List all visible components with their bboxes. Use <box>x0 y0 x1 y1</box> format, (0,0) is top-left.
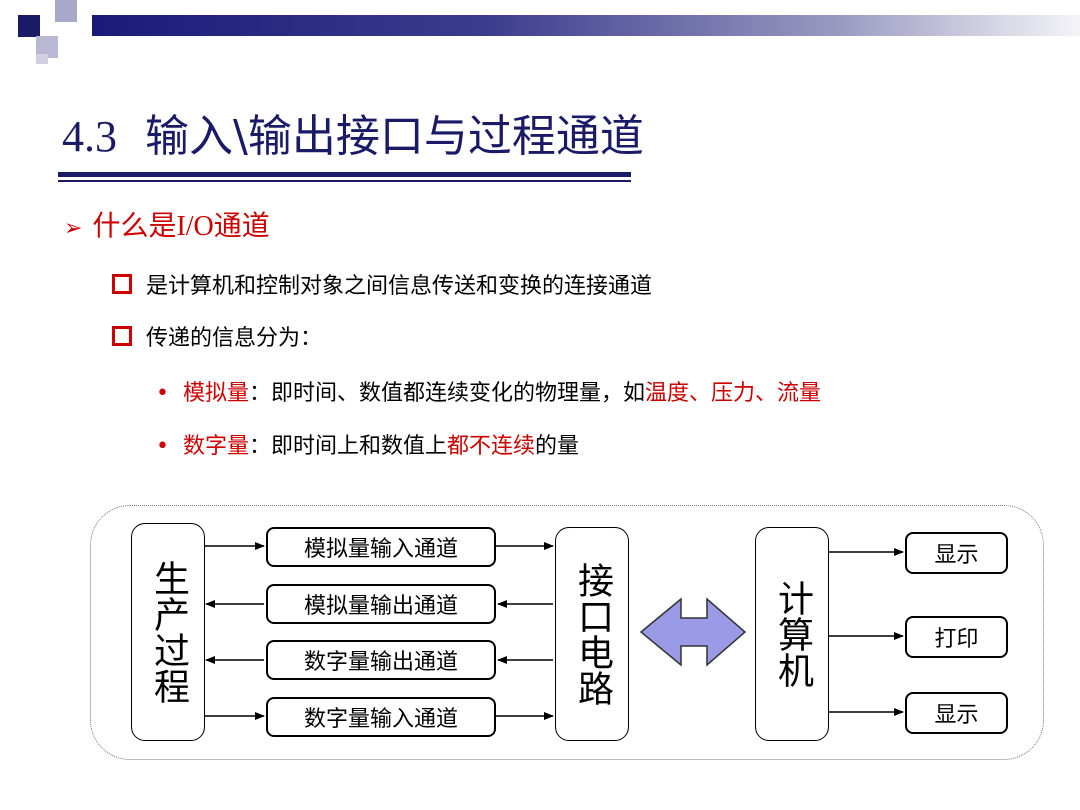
sub-bullet-highlight: 温度、压力、流量 <box>645 381 822 406</box>
bullet-item: 传递的信息分为： <box>112 320 322 352</box>
sub-bullet-term: 数字量 <box>182 434 249 459</box>
output-label: 显示 <box>934 703 979 728</box>
header-square-dark <box>18 15 40 37</box>
sub-bullet-desc: ：即时间、数值都连续变化的物理量，如 <box>249 381 646 406</box>
slide-title: 4.3 输入\输出接口与过程通道 <box>62 100 644 164</box>
computer-label: 计算机 <box>772 580 813 688</box>
dot-bullet-icon: • <box>156 434 169 459</box>
sub-bullet-desc: ：即时间上和数值上 <box>249 434 448 459</box>
output-box-printer: 打印 <box>905 616 1008 658</box>
channel-box: 数字量输出通道 <box>266 640 496 680</box>
output-label: 打印 <box>934 627 979 652</box>
channel-box: 模拟量输入通道 <box>266 527 496 567</box>
output-box-display: 显示 <box>905 692 1008 734</box>
heading-prefix: 什么是 <box>92 209 177 242</box>
bullet-text: 传递的信息分为： <box>146 326 323 351</box>
header-square-light-3 <box>36 54 48 64</box>
channel-label: 模拟量输出通道 <box>303 594 458 619</box>
computer-box: 计算机 <box>755 527 829 741</box>
section-number: 4.3 <box>62 112 117 161</box>
channel-box: 模拟量输出通道 <box>266 584 496 624</box>
sub-bullet-tail: 的量 <box>535 434 580 459</box>
title-text: 输入\输出接口与过程通道 <box>145 111 644 162</box>
header-gradient-bar <box>92 15 1080 36</box>
square-bullet-icon <box>112 274 132 294</box>
header-square-light-1 <box>55 0 77 22</box>
sub-bullet-term: 模拟量 <box>182 381 249 406</box>
header-square-light-2 <box>36 36 58 58</box>
channel-label: 模拟量输入通道 <box>303 537 458 562</box>
diagram-frame <box>90 505 1044 760</box>
sub-bullet-item: • 模拟量：即时间、数值都连续变化的物理量，如温度、压力、流量 <box>156 375 821 407</box>
arrow-bullet-icon: ➢ <box>64 216 83 241</box>
sub-bullet-item: • 数字量：即时间上和数值上都不连续的量 <box>156 428 579 460</box>
channel-label: 数字量输入通道 <box>303 707 458 732</box>
interface-circuit-label: 接口电路 <box>572 562 613 706</box>
bullet-text: 是计算机和控制对象之间信息传送和变换的连接通道 <box>146 274 653 299</box>
title-underline-thin <box>58 180 631 182</box>
channel-box: 数字量输入通道 <box>266 697 496 737</box>
output-box-display: 显示 <box>905 532 1008 574</box>
heading-latin: I/O <box>176 211 214 242</box>
output-label: 显示 <box>934 543 979 568</box>
title-underline-thick <box>58 172 631 177</box>
bullet-item: 是计算机和控制对象之间信息传送和变换的连接通道 <box>112 268 652 300</box>
channel-label: 数字量输出通道 <box>303 650 458 675</box>
production-process-label: 生产过程 <box>148 560 189 704</box>
section-heading: ➢ 什么是I/O通道 <box>64 204 270 244</box>
dot-bullet-icon: • <box>156 381 169 406</box>
interface-circuit-box: 接口电路 <box>555 527 629 741</box>
heading-suffix: 通道 <box>213 209 270 242</box>
sub-bullet-highlight: 都不连续 <box>447 434 536 459</box>
bidirectional-arrow-icon <box>639 597 747 667</box>
production-process-box: 生产过程 <box>131 523 205 741</box>
square-bullet-icon <box>112 326 132 346</box>
